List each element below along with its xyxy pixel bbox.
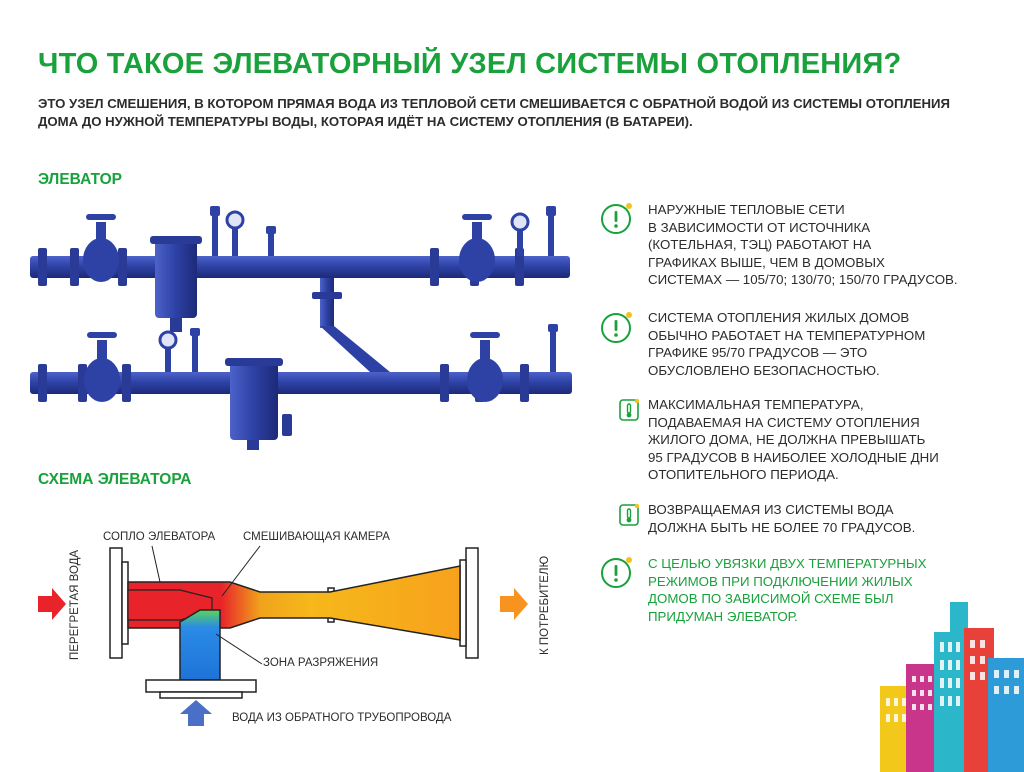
- label-vacuum-zone: ЗОНА РАЗРЯЖЕНИЯ: [263, 657, 379, 669]
- thermometer-icon: [619, 398, 640, 421]
- elevator-scheme: [38, 545, 528, 726]
- exclamation-circle-icon: [601, 203, 632, 234]
- label-mixing-chamber: СМЕШИВАЮЩАЯ КАМЕРА: [243, 531, 390, 543]
- intro-text: ЭТО УЗЕЛ СМЕШЕНИЯ, В КОТОРОМ ПРЯМАЯ ВОДА…: [38, 96, 951, 129]
- elevator-illustration: [30, 206, 572, 450]
- label-to-consumer: К ПОТРЕБИТЕЛЮ: [539, 555, 551, 655]
- exclamation-circle-icon: [601, 557, 632, 588]
- label-nozzle: СОПЛО ЭЛЕВАТОРА: [103, 531, 216, 543]
- buildings-illustration: [880, 602, 1024, 772]
- label-return-water: ВОДА ИЗ ОБРАТНОГО ТРУБОПРОВОДА: [232, 712, 452, 724]
- section-title-scheme: СХЕМА ЭЛЕВАТОРА: [38, 471, 192, 488]
- section-title-elevator: ЭЛЕВАТОР: [38, 171, 122, 188]
- label-superheated-water: ПЕРЕГРЕТАЯ ВОДА: [69, 549, 81, 660]
- fact-text: С ЦЕЛЬЮ УВЯЗКИ ДВУХ ТЕМПЕРАТУРНЫХ РЕЖИМО…: [648, 556, 927, 624]
- fact-text: НАРУЖНЫЕ ТЕПЛОВЫЕ СЕТИ В ЗАВИСИМОСТИ ОТ …: [648, 202, 958, 288]
- fact-text: МАКСИМАЛЬНАЯ ТЕМПЕРАТУРА, ПОДАВАЕМАЯ НА …: [648, 397, 939, 483]
- page-title: ЧТО ТАКОЕ ЭЛЕВАТОРНЫЙ УЗЕЛ СИСТЕМЫ ОТОПЛ…: [38, 48, 902, 80]
- fact-text: ВОЗВРАЩАЕМАЯ ИЗ СИСТЕМЫ ВОДА ДОЛЖНА БЫТЬ…: [648, 502, 916, 535]
- inlet-arrow: [38, 588, 66, 620]
- fact-text: СИСТЕМА ОТОПЛЕНИЯ ЖИЛЫХ ДОМОВ ОБЫЧНО РАБ…: [648, 310, 926, 378]
- thermometer-icon: [619, 503, 640, 526]
- exclamation-circle-icon: [601, 312, 632, 343]
